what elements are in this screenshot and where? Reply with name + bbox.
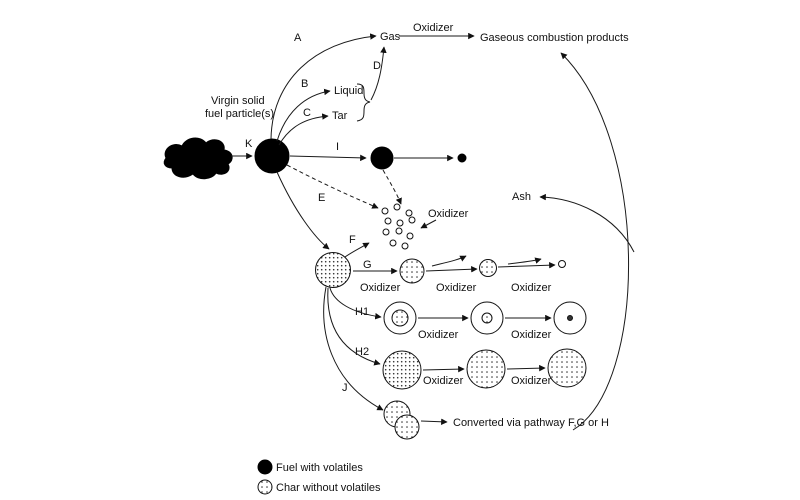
- oxidizer-label-h2-1: Oxidizer: [423, 375, 464, 387]
- arrow-fragmentation-dashed1: [286, 164, 379, 209]
- fragment-cluster: [381, 203, 416, 250]
- h2-node-3: [547, 348, 587, 388]
- arrow-g3: [497, 261, 556, 269]
- oxidizer-label-fragments: Oxidizer: [428, 208, 469, 220]
- pathway-label-j: J: [342, 382, 348, 394]
- arrow-fragmentation-dashed2: [382, 169, 402, 205]
- oxidizer-label-g1: Oxidizer: [360, 282, 401, 294]
- pathway-label-k: K: [245, 138, 253, 150]
- pathway-label-c: C: [303, 107, 311, 119]
- oxidizer-label-g3: Oxidizer: [511, 282, 552, 294]
- oxidizer-label-g2: Oxidizer: [436, 282, 477, 294]
- arrow-g2: [425, 265, 478, 273]
- h1-node-1: [383, 301, 417, 335]
- virgin-fuel-label-line2: fuel particle(s): [205, 108, 274, 120]
- pathway-label-g: G: [363, 259, 372, 271]
- oxidizer-label-h1-1: Oxidizer: [418, 329, 459, 341]
- fuel-particle-node: [254, 138, 290, 174]
- arrow-pathway-d: [370, 46, 387, 101]
- arrow-pathway-e: [276, 171, 330, 250]
- arrow-to-ash: [539, 193, 635, 253]
- pathway-label-h1: H1: [355, 306, 369, 318]
- arrow-h2-1: [422, 365, 465, 373]
- raw-fuel-blob: [163, 137, 233, 180]
- arrow-fragment-oxidizer: [420, 219, 437, 229]
- h1-node-2: [470, 301, 504, 335]
- arrow-g-products-up1: [431, 255, 467, 267]
- gas-label: Gas: [380, 31, 401, 43]
- pathway-label-d: D: [373, 60, 381, 72]
- char-particle-node: [315, 252, 351, 288]
- converted-label: Converted via pathway F,G or H: [453, 417, 609, 429]
- legend-fuel-symbol: [257, 459, 273, 475]
- oxidizer-label-h1-2: Oxidizer: [511, 329, 552, 341]
- virgin-fuel-label-line1: Virgin solid: [211, 95, 265, 107]
- pathway-label-f: F: [349, 234, 356, 246]
- legend-char-label: Char without volatiles: [276, 482, 381, 494]
- arrow-pathway-h2: [327, 287, 381, 366]
- arrow-pathway-a: [270, 33, 377, 140]
- ash-label: Ash: [512, 191, 531, 203]
- oxidizer-label-h2-2: Oxidizer: [511, 375, 552, 387]
- arrow-j-converted: [420, 418, 448, 426]
- char-shrinking-node-2: [479, 259, 497, 277]
- shrunken-fuel-particle-node: [370, 146, 394, 170]
- gaseous-products-label: Gaseous combustion products: [480, 32, 629, 44]
- pathway-label-i: I: [336, 141, 339, 153]
- agglomerate-node: [383, 400, 420, 440]
- h1-node-3: [553, 301, 587, 335]
- arrow-g-products-up2: [507, 257, 542, 265]
- legend-char-symbol: [257, 479, 273, 495]
- h2-node-2: [466, 349, 506, 389]
- small-fuel-particle-node: [457, 153, 467, 163]
- arrow-pathway-f: [344, 242, 370, 258]
- liquid-label: Liquid: [334, 85, 363, 97]
- legend: Fuel with volatiles Char without volatil…: [257, 459, 381, 495]
- pathway-label-h2: H2: [355, 346, 369, 358]
- arrow-products-recirculation: [560, 52, 629, 431]
- char-shrinking-node-1: [399, 258, 425, 284]
- pathway-label-e: E: [318, 192, 325, 204]
- arrow-h2-2: [506, 364, 546, 372]
- pathway-label-b: B: [301, 78, 308, 90]
- tar-label: Tar: [332, 110, 348, 122]
- oxidizer-label-gas: Oxidizer: [413, 22, 454, 34]
- arrow-pathway-b: [276, 88, 331, 142]
- arrow-pathway-j: [323, 286, 384, 411]
- legend-fuel-label: Fuel with volatiles: [276, 462, 363, 474]
- pathway-label-a: A: [294, 32, 302, 44]
- liquid-tar-brace: [356, 83, 371, 122]
- arrow-pathway-c: [278, 113, 329, 146]
- arrow-pathway-h1: [329, 287, 382, 320]
- char-residual-node: [558, 260, 566, 268]
- h2-node-1: [382, 350, 422, 390]
- arrow-pathway-i1: [289, 154, 367, 162]
